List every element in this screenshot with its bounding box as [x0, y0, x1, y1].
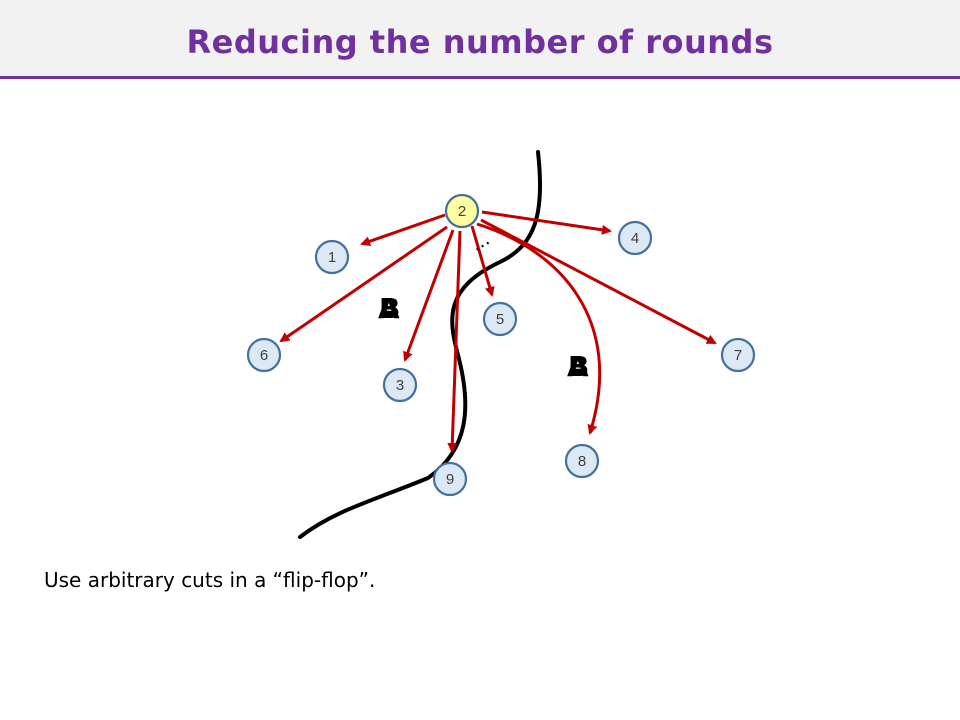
side-label-right-a: A	[567, 350, 589, 383]
edge-2-to-7	[480, 218, 717, 345]
node-8: 8	[564, 443, 600, 479]
svg-text:4: 4	[631, 230, 639, 247]
side-label-right: A B	[567, 350, 589, 383]
slide-title: Reducing the number of rounds	[186, 23, 774, 61]
side-label-left-b: B	[379, 292, 400, 325]
node-4: 4	[617, 220, 653, 256]
title-bar	[0, 0, 960, 76]
svg-text:6: 6	[260, 347, 268, 364]
svg-text:8: 8	[578, 453, 586, 470]
node-9: 9	[432, 461, 468, 497]
edge-2-to-1	[360, 213, 446, 247]
caption-text: Use arbitrary cuts in a “flip-flop”.	[44, 568, 376, 592]
node-7: 7	[720, 337, 756, 373]
side-label-left-a: A	[378, 292, 400, 325]
edge-ellipsis: …	[467, 229, 493, 256]
side-label-left: A B	[378, 292, 400, 325]
nodes: 2 1 4 5 6 7 3	[246, 193, 756, 497]
node-2-source: 2	[444, 193, 480, 229]
edge-2-to-6	[279, 225, 448, 343]
node-1: 1	[314, 239, 350, 275]
svg-text:5: 5	[496, 311, 504, 328]
svg-text:7: 7	[734, 347, 742, 364]
node-3: 3	[382, 367, 418, 403]
side-label-right-b: B	[568, 350, 589, 383]
svg-text:1: 1	[328, 249, 336, 266]
svg-text:2: 2	[458, 203, 466, 220]
cut-line	[298, 150, 543, 539]
node-5: 5	[482, 301, 518, 337]
svg-text:9: 9	[446, 471, 454, 488]
edge-2-to-8	[476, 222, 602, 435]
title-underline	[0, 76, 960, 79]
edge-2-to-9	[447, 230, 462, 453]
edge-2-to-3	[403, 229, 455, 362]
edge-2-to-5	[470, 225, 495, 297]
node-6: 6	[246, 337, 282, 373]
edges	[279, 210, 717, 453]
edge-2-to-4	[481, 210, 612, 235]
svg-text:3: 3	[396, 377, 404, 394]
